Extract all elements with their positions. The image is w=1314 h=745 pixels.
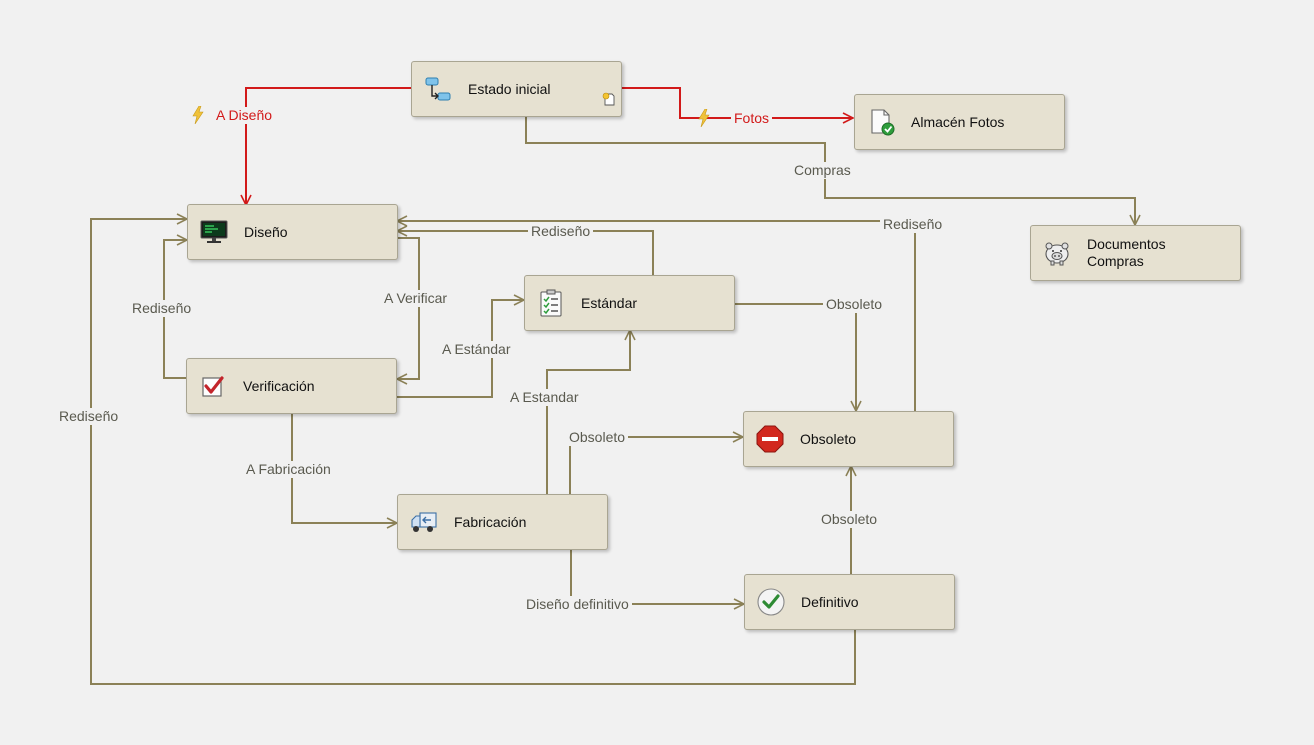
connector-rediseno-from-definitivo[interactable] (90, 219, 856, 685)
lightning-bolt-icon (697, 108, 711, 132)
checkbox-checked-icon (199, 372, 227, 400)
state-label: Estado inicial (468, 80, 551, 97)
green-check-icon (757, 588, 785, 616)
transition-label-rediseno-from-obsoleto[interactable]: Rediseño (880, 216, 946, 233)
transition-label-a-diseno[interactable]: A Diseño (213, 107, 276, 124)
state-label: Almacén Fotos (911, 113, 1005, 130)
transition-label-fotos[interactable]: Fotos (731, 110, 773, 127)
transition-label-obsoleto-from-definitivo[interactable]: Obsoleto (818, 511, 881, 528)
state-label: Obsoleto (800, 430, 857, 447)
connector-a-estandar-from-fabricacion[interactable] (546, 330, 630, 494)
document-check-icon (867, 108, 895, 136)
state-label: Fabricación (454, 513, 527, 530)
lightning-bolt-icon (191, 105, 205, 129)
state-estado-inicial[interactable]: Estado inicial (411, 61, 622, 117)
state-documentos-compras[interactable]: Documentos Compras (1030, 225, 1241, 281)
transition-label-compras[interactable]: Compras (791, 162, 854, 179)
transition-label-diseno-definitivo[interactable]: Diseño definitivo (523, 596, 632, 613)
state-label: Definitivo (801, 593, 859, 610)
state-label: Documentos Compras (1087, 236, 1166, 269)
state-fabricacion[interactable]: Fabricación (397, 494, 608, 550)
transition-label-obsoleto-from-fabricacion[interactable]: Obsoleto (566, 429, 629, 446)
transition-label-rediseno-from-estandar[interactable]: Rediseño (528, 223, 594, 240)
connector-a-verificar[interactable] (397, 237, 420, 379)
state-definitivo[interactable]: Definitivo (744, 574, 955, 630)
new-document-icon (602, 92, 616, 111)
transition-label-rediseno-from-definitivo[interactable]: Rediseño (56, 408, 122, 425)
state-label: Diseño (244, 223, 288, 240)
state-diseno[interactable]: Diseño (187, 204, 398, 260)
transition-label-rediseno-from-verificacion[interactable]: Rediseño (129, 300, 195, 317)
state-estandar[interactable]: Estándar (524, 275, 735, 331)
state-label: Verificación (243, 377, 315, 394)
transition-label-a-estandar-from-fabricacion[interactable]: A Estandar (507, 389, 582, 406)
transition-label-obsoleto-from-estandar[interactable]: Obsoleto (823, 296, 886, 313)
state-verificacion[interactable]: Verificación (186, 358, 397, 414)
stop-sign-icon (756, 425, 784, 453)
state-obsoleto[interactable]: Obsoleto (743, 411, 954, 467)
checklist-icon (537, 289, 565, 317)
delivery-truck-icon (410, 508, 438, 536)
connector-obsoleto-from-estandar[interactable] (734, 303, 856, 411)
connector-a-diseno[interactable] (246, 87, 411, 205)
piggy-bank-icon (1043, 239, 1071, 267)
workflow-start-icon (424, 75, 452, 103)
transition-label-a-estandar-from-verificacion[interactable]: A Estándar (439, 341, 514, 358)
connector-rediseno-from-estandar[interactable] (397, 231, 654, 275)
monitor-icon (200, 218, 228, 246)
transition-label-a-verificar[interactable]: A Verificar (381, 290, 451, 307)
state-almacen-fotos[interactable]: Almacén Fotos (854, 94, 1065, 150)
state-label: Estándar (581, 294, 638, 311)
transition-label-a-fabricacion[interactable]: A Fabricación (243, 461, 334, 478)
connector-a-fabricacion[interactable] (291, 413, 397, 523)
